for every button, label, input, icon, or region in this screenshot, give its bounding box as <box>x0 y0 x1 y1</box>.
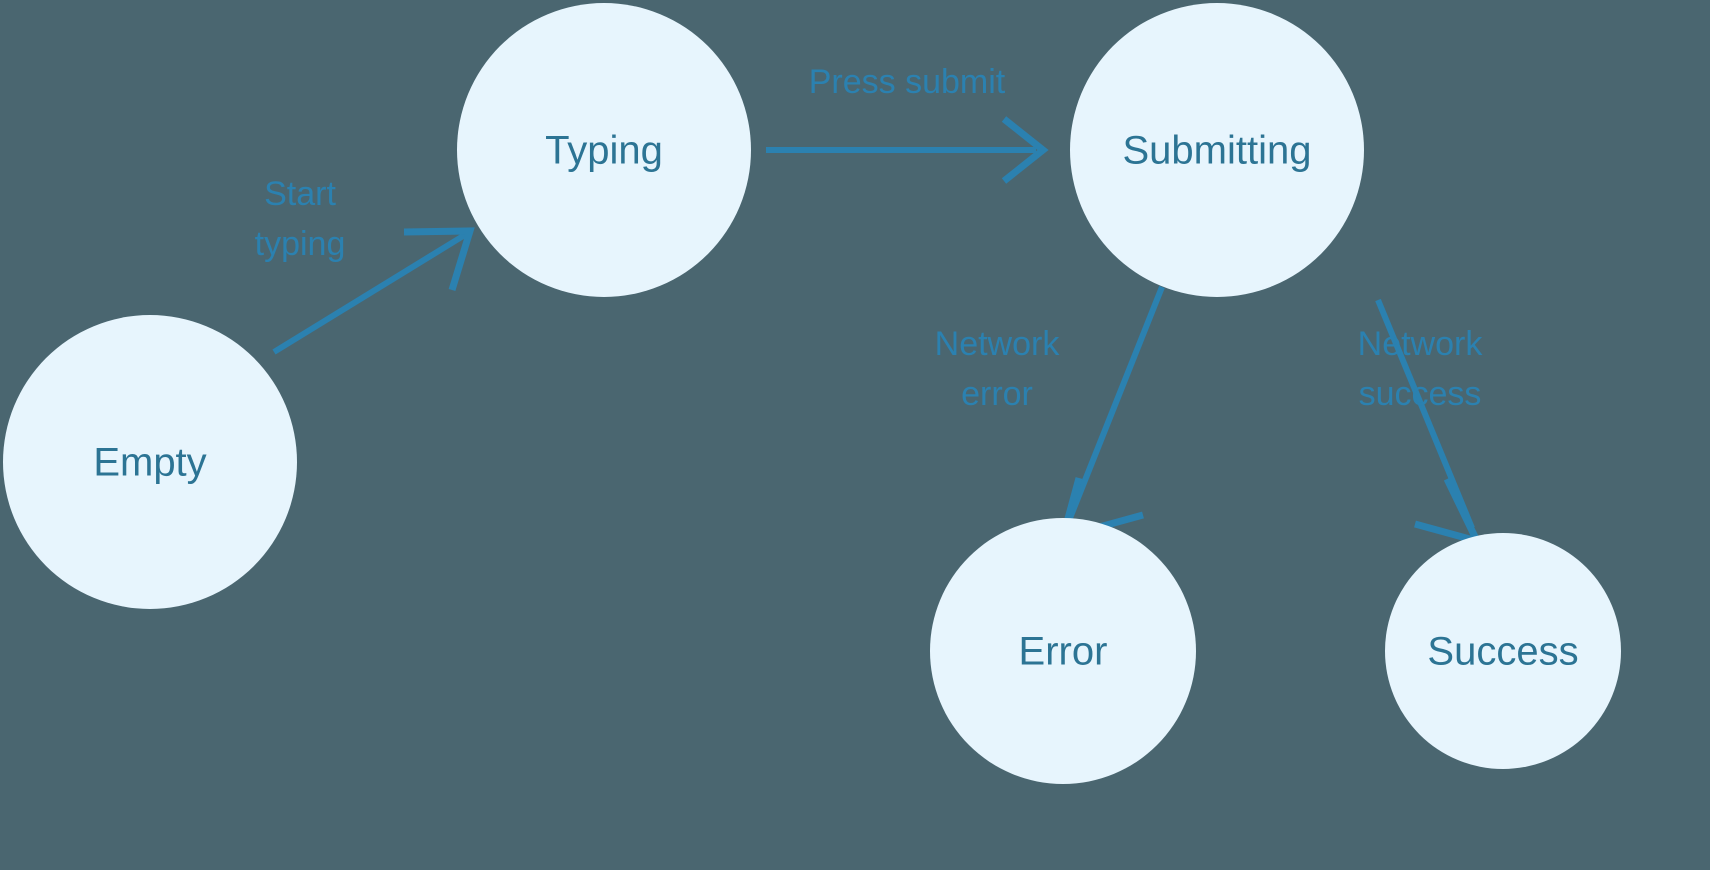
node-error[interactable]: Error <box>930 518 1196 784</box>
node-typing-circle[interactable] <box>457 3 751 297</box>
edge-label-start-typing: Start typing <box>255 175 346 263</box>
edge-label-start-typing-line-2: typing <box>255 225 346 263</box>
edge-label-network-error: Network error <box>935 325 1061 413</box>
edge-submitting-to-error-line <box>1065 285 1165 525</box>
edge-submitting-to-error <box>1058 285 1165 543</box>
edge-label-network-error-line-2: error <box>961 375 1033 413</box>
node-submitting-circle[interactable] <box>1070 3 1364 297</box>
edge-empty-to-typing-arrowhead <box>403 227 475 292</box>
node-typing-label: Typing <box>545 129 663 173</box>
edge-label-network-success-line-2: success <box>1359 375 1482 413</box>
edge-typing-to-submitting <box>766 116 1049 184</box>
edge-label-network-success-line-1: Network <box>1358 325 1484 363</box>
edge-label-press-submit-line-1: Press submit <box>809 63 1006 101</box>
node-empty-label: Empty <box>93 441 206 485</box>
node-typing[interactable]: Typing <box>457 3 751 297</box>
node-success-label: Success <box>1427 630 1578 674</box>
edge-label-start-typing-line-1: Start <box>264 175 336 213</box>
node-empty-circle[interactable] <box>3 315 297 609</box>
node-success[interactable]: Success <box>1385 533 1621 769</box>
node-error-circle[interactable] <box>930 518 1196 784</box>
node-submitting-label: Submitting <box>1123 129 1312 173</box>
node-success-circle[interactable] <box>1385 533 1621 769</box>
edge-label-press-submit: Press submit <box>809 63 1006 101</box>
edge-empty-to-typing-line <box>272 230 470 355</box>
edge-typing-to-submitting-arrowhead <box>1001 116 1049 184</box>
edge-empty-to-typing <box>272 227 475 355</box>
node-error-label: Error <box>1019 630 1108 674</box>
edge-label-network-success: Network success <box>1358 325 1484 413</box>
edge-submitting-to-success-line <box>1375 298 1475 530</box>
node-empty[interactable]: Empty <box>3 315 297 609</box>
edge-label-network-error-line-1: Network <box>935 325 1061 363</box>
node-submitting[interactable]: Submitting <box>1070 3 1364 297</box>
